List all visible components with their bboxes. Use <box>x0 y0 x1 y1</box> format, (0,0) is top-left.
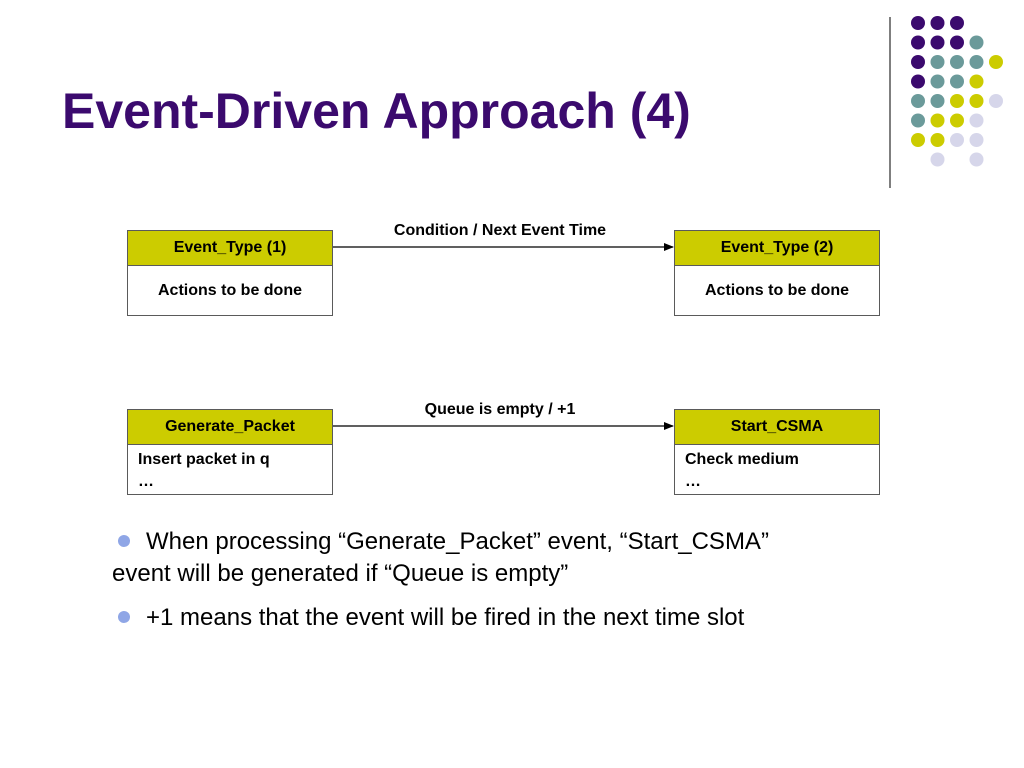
bullet-text: +1 means that the event will be fired in… <box>146 604 745 631</box>
generate-packet-box: Generate_Packet Insert packet in q … <box>127 409 333 495</box>
start-csma-body-line: Check medium <box>685 451 799 468</box>
decorative-dot <box>930 133 945 147</box>
start-csma-header: Start_CSMA <box>675 410 879 445</box>
bullet-dot-icon <box>118 611 130 623</box>
decorative-dot <box>969 133 984 147</box>
decorative-dot <box>950 55 964 69</box>
bullet-list: When processing “Generate_Packet” event,… <box>112 526 772 646</box>
decorative-dot <box>950 16 964 30</box>
decorative-dot-grid <box>911 16 1003 167</box>
decorative-dot <box>969 113 984 128</box>
generate-packet-header: Generate_Packet <box>128 410 332 445</box>
start-csma-body: Check medium … <box>675 445 879 493</box>
decorative-dot <box>911 35 925 50</box>
start-csma-body-ellipsis: … <box>685 473 701 490</box>
event-type-2-body-line: Actions to be done <box>705 282 849 299</box>
bullet-text: When processing “Generate_Packet” event,… <box>112 528 769 587</box>
decorative-dot <box>930 55 945 69</box>
event-type-2-body: Actions to be done <box>675 266 879 300</box>
event-type-1-box: Event_Type (1) Actions to be done <box>127 230 333 316</box>
decorative-dot <box>950 133 964 147</box>
decorative-dot <box>969 35 984 50</box>
decorative-dot <box>950 74 964 89</box>
decorative-dot <box>911 133 925 147</box>
decorative-dot <box>969 74 984 89</box>
decorative-dot <box>969 55 984 69</box>
start-csma-box: Start_CSMA Check medium … <box>674 409 880 495</box>
decorative-dot <box>911 74 925 89</box>
decorative-dot <box>911 94 925 108</box>
event-type-1-body-line: Actions to be done <box>158 282 302 299</box>
decorative-dot <box>989 55 1003 69</box>
decorative-dot <box>930 152 945 167</box>
decorative-dot <box>911 55 925 69</box>
decorative-dot <box>930 74 945 89</box>
decorative-dot <box>930 16 945 30</box>
bullet-dot-icon <box>118 535 130 547</box>
decorative-dot <box>930 35 945 50</box>
slide-title: Event-Driven Approach (4) <box>62 83 691 139</box>
generate-packet-body: Insert packet in q … <box>128 445 332 493</box>
event-type-1-body: Actions to be done <box>128 266 332 300</box>
event-type-1-header: Event_Type (1) <box>128 231 332 266</box>
event-type-2-header: Event_Type (2) <box>675 231 879 266</box>
decorative-dot <box>930 113 945 128</box>
decorative-dot <box>950 113 964 128</box>
decorative-dot <box>911 113 925 128</box>
decorative-dot <box>950 94 964 108</box>
generate-packet-body-line: Insert packet in q <box>138 451 270 468</box>
vertical-divider <box>889 17 891 188</box>
decorative-dot <box>950 35 964 50</box>
decorative-dot <box>989 94 1003 108</box>
bottom-edge-label: Queue is empty / +1 <box>424 401 576 418</box>
decorative-dot <box>930 94 945 108</box>
bullet-item: When processing “Generate_Packet” event,… <box>112 526 772 590</box>
decorative-dot <box>911 16 925 30</box>
event-type-2-box: Event_Type (2) Actions to be done <box>674 230 880 316</box>
top-edge-label: Condition / Next Event Time <box>393 222 607 239</box>
decorative-dot <box>969 94 984 108</box>
decorative-dot <box>969 152 984 167</box>
bullet-item: +1 means that the event will be fired in… <box>112 602 772 634</box>
generate-packet-body-ellipsis: … <box>138 473 154 490</box>
